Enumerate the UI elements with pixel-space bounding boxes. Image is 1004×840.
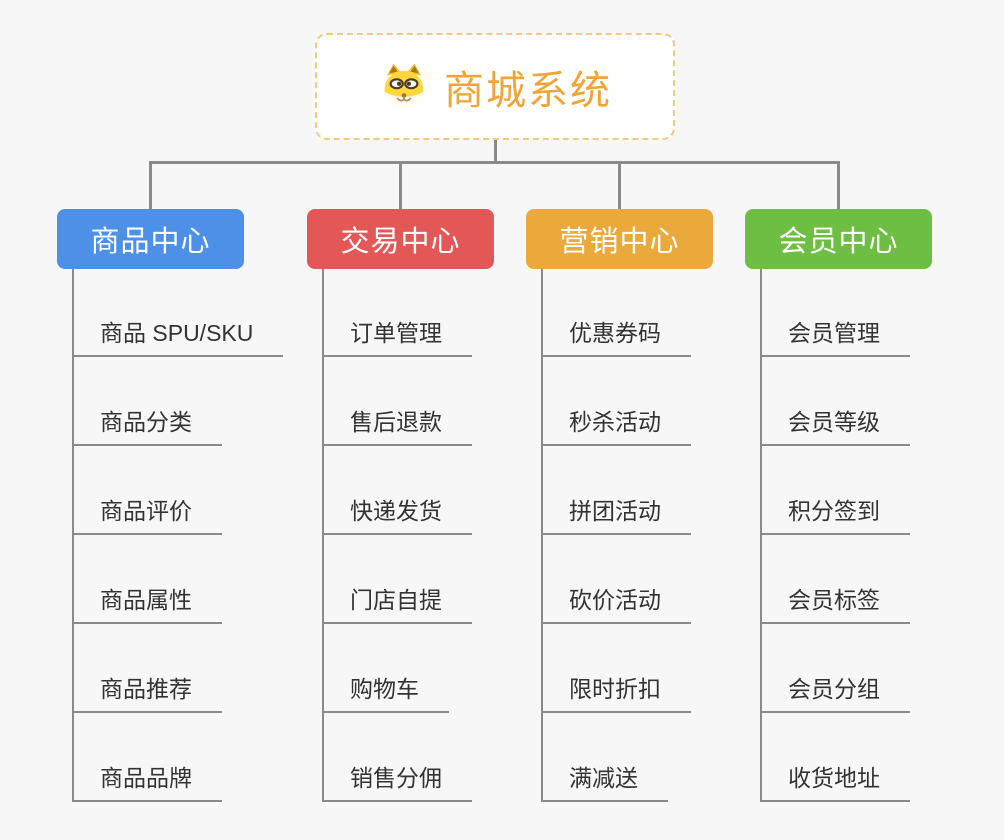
leaf-node-member-center-3[interactable]: 会员标签: [760, 573, 910, 624]
connector-line: [837, 161, 840, 209]
leaf-node-label: 商品推荐: [100, 676, 192, 702]
leaf-node-label: 收货地址: [788, 765, 880, 791]
branch-node-label: 交易中心: [340, 226, 461, 258]
leaf-node-marketing-center-4[interactable]: 限时折扣: [541, 662, 691, 713]
leaf-node-member-center-0[interactable]: 会员管理: [760, 306, 910, 357]
leaf-node-label: 商品评价: [100, 498, 192, 524]
connector-line: [149, 161, 840, 164]
branch-node-label: 商品中心: [90, 226, 211, 258]
leaf-node-member-center-2[interactable]: 积分签到: [760, 484, 910, 535]
branch-node-label: 营销中心: [559, 226, 680, 258]
leaf-node-trade-center-1[interactable]: 售后退款: [322, 395, 472, 446]
leaf-node-label: 门店自提: [350, 587, 442, 613]
connector-line: [493, 140, 497, 164]
leaf-node-label: 秒杀活动: [569, 409, 661, 435]
leaf-node-trade-center-0[interactable]: 订单管理: [322, 306, 472, 357]
leaf-node-label: 拼团活动: [569, 498, 661, 524]
root-node-mall-system[interactable]: 商城系统: [315, 33, 675, 140]
leaf-node-trade-center-4[interactable]: 购物车: [322, 662, 449, 713]
leaf-node-product-center-2[interactable]: 商品评价: [72, 484, 222, 535]
leaf-node-product-center-3[interactable]: 商品属性: [72, 573, 222, 624]
leaf-node-marketing-center-3[interactable]: 砍价活动: [541, 573, 691, 624]
leaf-node-label: 积分签到: [788, 498, 880, 524]
leaf-node-marketing-center-0[interactable]: 优惠券码: [541, 306, 691, 357]
branch-vertical-line: [541, 269, 543, 802]
leaf-node-label: 砍价活动: [569, 587, 661, 613]
branch-node-member-center[interactable]: 会员中心: [745, 209, 932, 269]
leaf-node-label: 售后退款: [350, 409, 442, 435]
leaf-node-trade-center-3[interactable]: 门店自提: [322, 573, 472, 624]
doge-icon: [384, 62, 424, 108]
connector-line: [399, 161, 402, 209]
leaf-node-marketing-center-5[interactable]: 满减送: [541, 751, 668, 802]
leaf-node-label: 优惠券码: [569, 320, 661, 346]
leaf-node-product-center-4[interactable]: 商品推荐: [72, 662, 222, 713]
leaf-node-member-center-1[interactable]: 会员等级: [760, 395, 910, 446]
branch-vertical-line: [72, 269, 74, 802]
leaf-node-label: 会员标签: [788, 587, 880, 613]
leaf-node-label: 会员管理: [788, 320, 880, 346]
leaf-node-label: 销售分佣: [350, 765, 442, 791]
leaf-node-label: 会员等级: [788, 409, 880, 435]
leaf-node-product-center-1[interactable]: 商品分类: [72, 395, 222, 446]
leaf-node-label: 订单管理: [350, 320, 442, 346]
connector-line: [618, 161, 621, 209]
leaf-node-label: 满减送: [569, 765, 638, 791]
root-node-title: 商城系统: [444, 68, 612, 113]
leaf-node-marketing-center-2[interactable]: 拼团活动: [541, 484, 691, 535]
leaf-node-product-center-5[interactable]: 商品品牌: [72, 751, 222, 802]
branch-node-marketing-center[interactable]: 营销中心: [526, 209, 713, 269]
branch-node-label: 会员中心: [778, 226, 899, 258]
connector-line: [149, 161, 152, 209]
leaf-node-product-center-0[interactable]: 商品 SPU/SKU: [72, 306, 284, 357]
leaf-node-member-center-4[interactable]: 会员分组: [760, 662, 910, 713]
branch-vertical-line: [760, 269, 762, 802]
leaf-node-label: 商品分类: [100, 409, 192, 435]
branch-node-trade-center[interactable]: 交易中心: [307, 209, 494, 269]
leaf-node-label: 商品 SPU/SKU: [100, 320, 254, 346]
leaf-node-label: 限时折扣: [569, 676, 661, 702]
leaf-node-label: 快递发货: [350, 498, 442, 524]
leaf-node-member-center-5[interactable]: 收货地址: [760, 751, 910, 802]
leaf-node-trade-center-5[interactable]: 销售分佣: [322, 751, 472, 802]
leaf-node-label: 商品属性: [100, 587, 192, 613]
leaf-node-label: 购物车: [350, 676, 419, 702]
leaf-node-trade-center-2[interactable]: 快递发货: [322, 484, 472, 535]
branch-vertical-line: [322, 269, 324, 802]
leaf-node-label: 商品品牌: [100, 765, 192, 791]
branch-node-product-center[interactable]: 商品中心: [57, 209, 244, 269]
leaf-node-label: 会员分组: [788, 676, 880, 702]
leaf-node-marketing-center-1[interactable]: 秒杀活动: [541, 395, 691, 446]
